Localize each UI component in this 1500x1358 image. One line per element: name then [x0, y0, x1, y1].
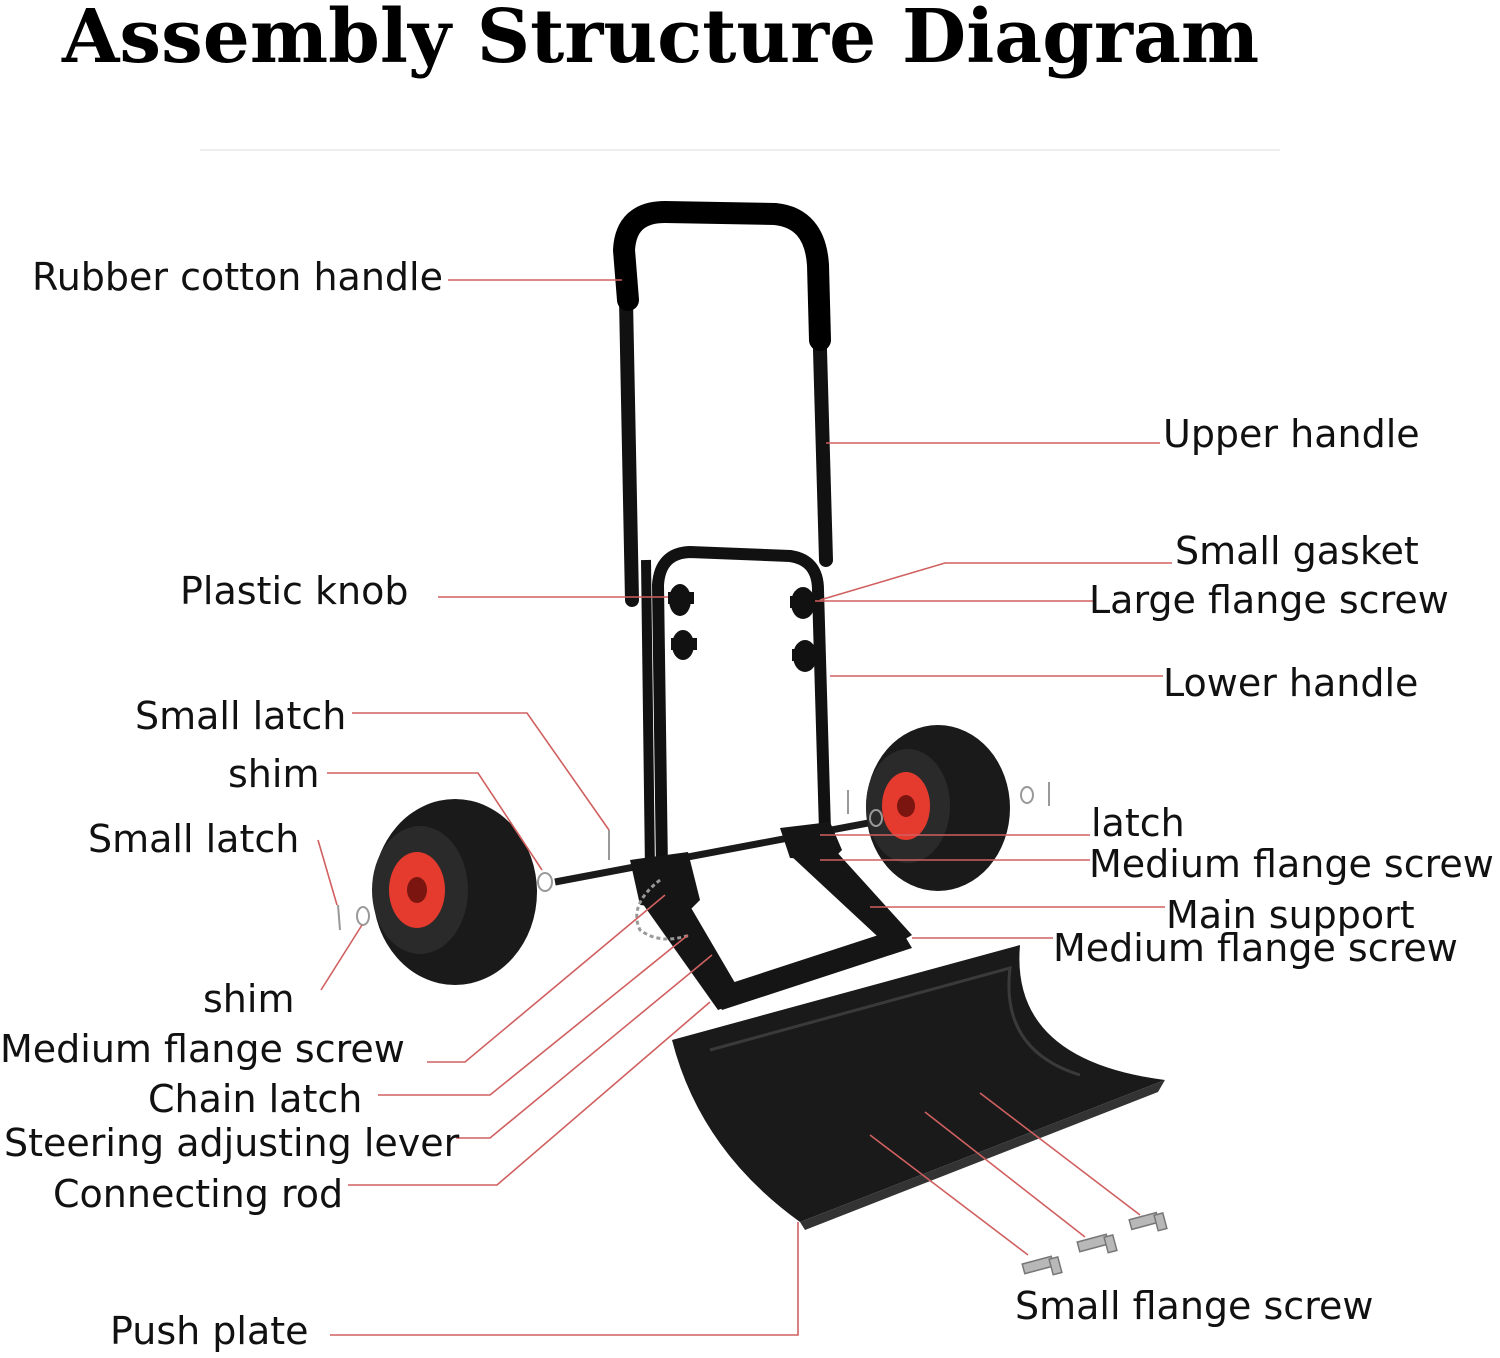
label-rubber-cotton-handle: Rubber cotton handle: [32, 255, 443, 299]
lower-handle-frame: [651, 545, 832, 871]
label-medium-flange-screw-right-2: Medium flange screw: [1053, 926, 1458, 970]
small-parts: [337, 782, 1050, 931]
label-push-plate: Push plate: [110, 1309, 309, 1353]
left-wheel: [372, 799, 537, 985]
label-lower-handle: Lower handle: [1163, 661, 1419, 705]
leader-lines: [317, 279, 1172, 1336]
page-title: Assembly Structure Diagram: [62, 0, 1260, 80]
label-medium-flange-screw-right-1: Medium flange screw: [1089, 842, 1494, 886]
axle-rod: [554, 813, 901, 886]
label-main-support: Main support: [1166, 893, 1415, 937]
plastic-knobs: [668, 584, 820, 672]
rubber-grip: [612, 200, 831, 351]
label-large-flange-screw: Large flange screw: [1089, 578, 1449, 622]
label-shim-upper: shim: [228, 752, 320, 796]
label-shim-lower: shim: [203, 977, 295, 1021]
label-small-gasket: Small gasket: [1175, 529, 1419, 573]
label-upper-handle: Upper handle: [1163, 412, 1420, 456]
upper-handle-tube: [616, 204, 833, 607]
label-plastic-knob: Plastic knob: [180, 569, 409, 613]
push-plate: [672, 945, 1165, 1230]
small-flange-screws: [1021, 1211, 1168, 1276]
upper-left-tube-lower: [641, 559, 655, 871]
label-chain-latch: Chain latch: [148, 1077, 363, 1121]
snow-shovel-drawing: [337, 200, 1168, 1276]
label-small-flange-screw: Small flange screw: [1015, 1284, 1374, 1328]
right-wheel: [866, 725, 1010, 891]
label-connecting-rod: Connecting rod: [53, 1172, 344, 1216]
label-steering-adjusting-lever: Steering adjusting lever: [4, 1121, 460, 1165]
chain: [635, 878, 691, 941]
label-small-latch-upper: Small latch: [135, 694, 347, 738]
label-medium-flange-screw-left: Medium flange screw: [0, 1027, 405, 1071]
label-latch: latch: [1091, 801, 1185, 845]
main-support-frame: [630, 822, 912, 1010]
label-small-latch-lower: Small latch: [88, 817, 300, 861]
